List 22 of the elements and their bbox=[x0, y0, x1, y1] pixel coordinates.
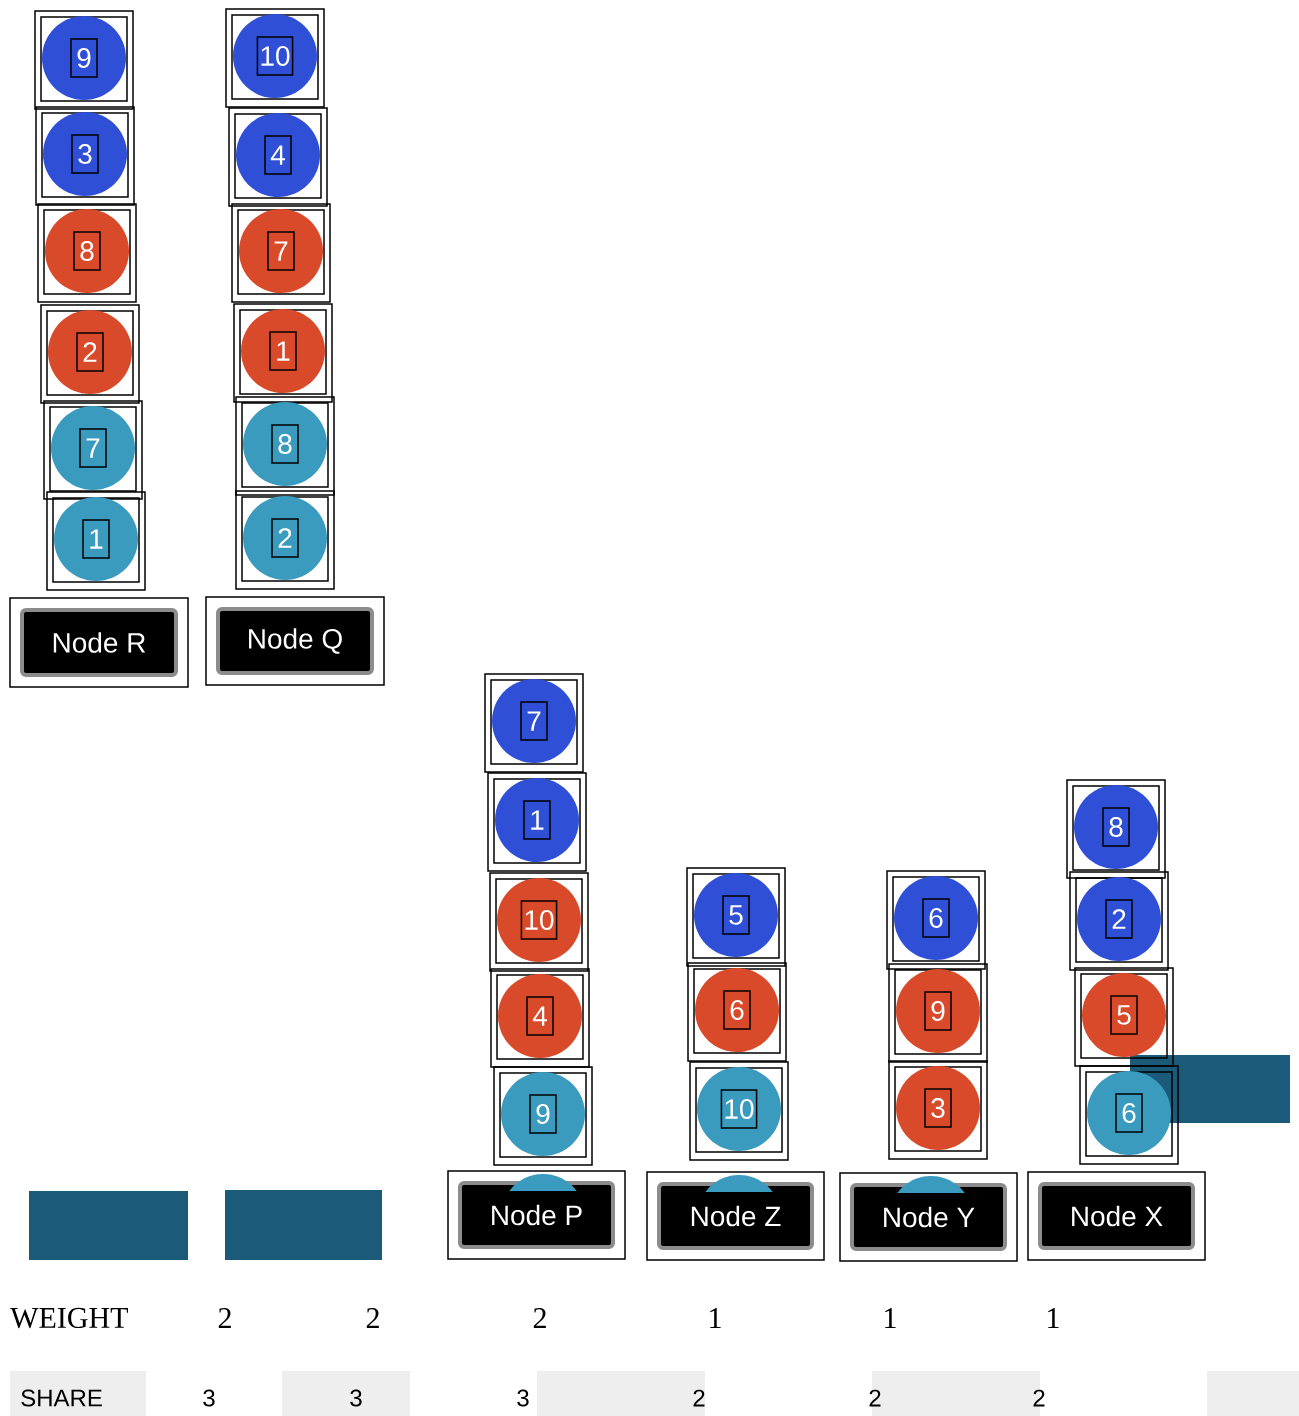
table-cell: 1 bbox=[885, 1308, 896, 1328]
table-cell: 2 bbox=[366, 1308, 379, 1328]
table-cell: 3 bbox=[203, 1389, 215, 1407]
table-cell: WEIGHT bbox=[10, 1307, 128, 1329]
table-cell: 1 bbox=[1048, 1308, 1059, 1328]
node-label-box: Node Q bbox=[205, 596, 385, 686]
table-cell: 2 bbox=[1033, 1389, 1045, 1407]
table-cell: 2 bbox=[693, 1389, 705, 1407]
node-label-box: Node R bbox=[9, 597, 189, 688]
block bbox=[225, 1190, 382, 1260]
table-cell: 2 bbox=[533, 1308, 546, 1328]
table-cell: 3 bbox=[350, 1389, 362, 1407]
table-cell: 2 bbox=[218, 1308, 231, 1328]
node-label-box: Node X bbox=[1027, 1171, 1206, 1261]
table-cell: 2 bbox=[869, 1389, 881, 1407]
node-label-box: Node P bbox=[447, 1170, 626, 1260]
table-cell: SHARE bbox=[21, 1389, 102, 1407]
node-label-box: Node Z bbox=[646, 1171, 825, 1261]
node-label-box: Node Y bbox=[839, 1172, 1018, 1262]
table-cell: 3 bbox=[517, 1389, 529, 1407]
table-cell: 1 bbox=[710, 1308, 721, 1328]
block bbox=[29, 1191, 188, 1260]
